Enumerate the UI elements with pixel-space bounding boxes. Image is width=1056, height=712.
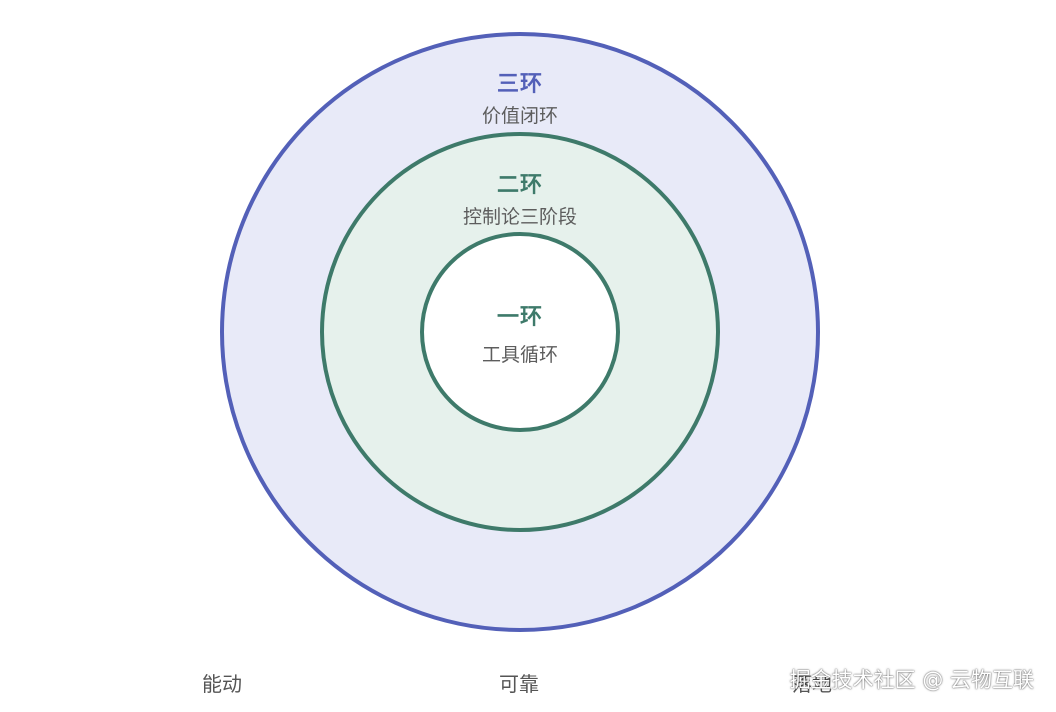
- bottom-label-left: 能动: [202, 672, 242, 696]
- inner-ring: [420, 232, 620, 432]
- middle-ring-title: 二环: [496, 173, 544, 198]
- inner-ring-title: 一环: [496, 305, 544, 330]
- outer-ring-title: 三环: [496, 72, 544, 97]
- middle-ring-subtitle: 控制论三阶段: [462, 206, 578, 228]
- bottom-label-right: 落地: [792, 672, 832, 696]
- watermark: 掘金技术社区 @ 云物互联: [789, 668, 1034, 692]
- outer-ring-subtitle: 价值闭环: [481, 105, 559, 127]
- bottom-label-center: 可靠: [499, 672, 539, 696]
- inner-ring-subtitle: 工具循环: [481, 344, 559, 366]
